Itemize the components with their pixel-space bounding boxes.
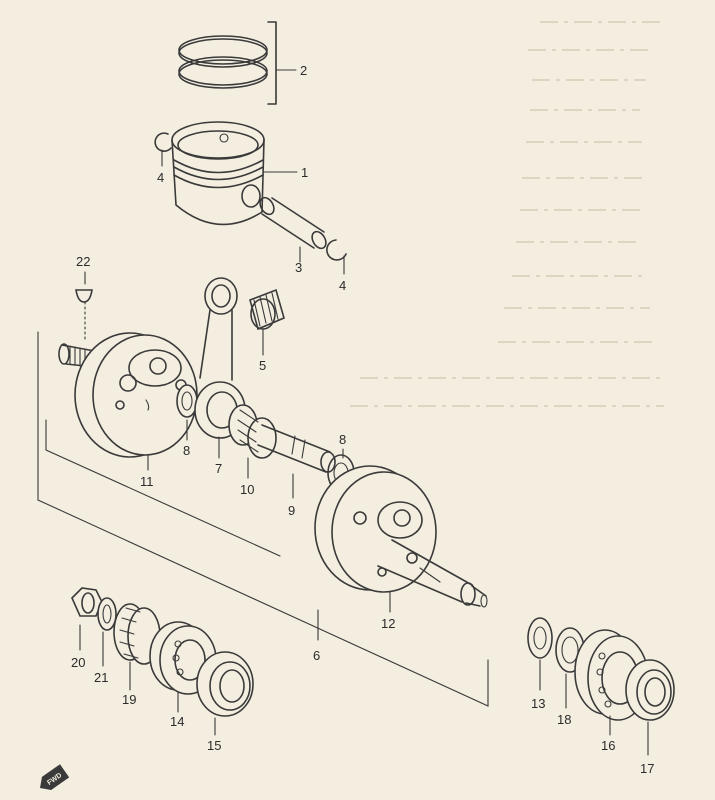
part-piston-pin — [259, 196, 327, 263]
part-crank-half-right — [314, 465, 488, 613]
part-circlip-upper — [154, 132, 172, 167]
part-small-end-bearing — [249, 288, 285, 356]
callout-label-11: 11 — [140, 474, 154, 489]
callout-label-10: 10 — [240, 482, 254, 497]
callout-label-8b: 8 — [339, 432, 346, 447]
crankshaft-assembly-bracket — [37, 331, 489, 707]
callout-label-6: 6 — [313, 648, 320, 663]
callout-label-21: 21 — [94, 670, 108, 685]
part-piston-rings — [178, 21, 297, 105]
callout-label-4b: 4 — [339, 278, 346, 293]
callout-label-9: 9 — [288, 503, 295, 518]
part-nut — [71, 587, 103, 651]
callout-label-15: 15 — [207, 738, 221, 753]
callout-label-5: 5 — [259, 358, 266, 373]
callout-label-20: 20 — [71, 655, 85, 670]
callout-numbers: 2 1 4 3 4 22 5 8 7 11 10 8 9 12 6 20 21 … — [71, 63, 654, 776]
part-lock-washer — [97, 597, 117, 667]
callout-label-12: 12 — [381, 616, 395, 631]
callout-label-8a: 8 — [183, 443, 190, 458]
part-shim — [527, 617, 553, 691]
part-oil-seal-left — [196, 651, 254, 736]
bleed-through-marks — [350, 21, 664, 407]
part-crank-half-left — [58, 332, 198, 471]
part-oil-seal-right — [625, 659, 675, 756]
part-big-end-bearing — [228, 404, 277, 479]
part-circlip-lower — [326, 239, 347, 275]
callout-label-4a: 4 — [157, 170, 164, 185]
callout-label-18: 18 — [557, 712, 571, 727]
part-crank-pin — [257, 424, 336, 499]
callout-label-13: 13 — [531, 696, 545, 711]
part-piston — [171, 121, 298, 226]
callout-label-3: 3 — [295, 260, 302, 275]
fwd-direction-arrow: FWD — [40, 764, 70, 790]
callout-label-14: 14 — [170, 714, 184, 729]
callout-label-17: 17 — [640, 761, 654, 776]
part-woodruff-key — [75, 271, 93, 341]
callout-label-19: 19 — [122, 692, 136, 707]
callout-label-2: 2 — [300, 63, 307, 78]
callout-label-16: 16 — [601, 738, 615, 753]
callout-label-1: 1 — [301, 165, 308, 180]
callout-label-7: 7 — [215, 461, 222, 476]
callout-label-22: 22 — [76, 254, 90, 269]
